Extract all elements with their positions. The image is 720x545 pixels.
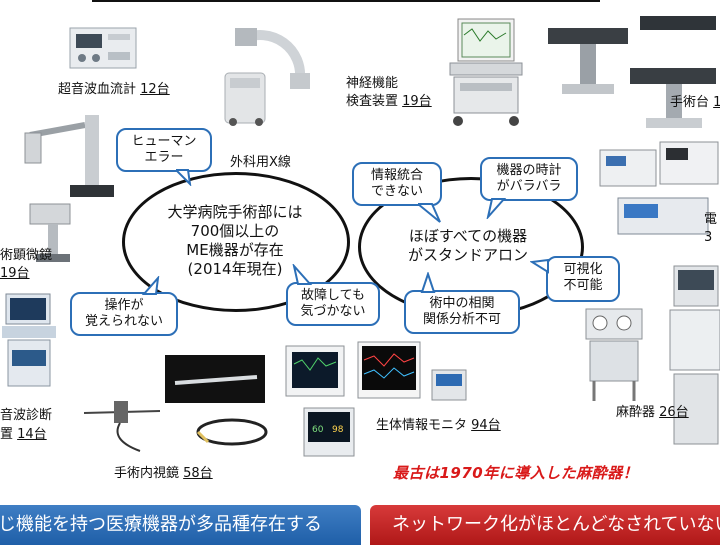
label-ultrasound-count: 14台 xyxy=(17,427,47,442)
label-ultrasound: 音波診断 置 14台 xyxy=(0,408,52,442)
bubble-cannot-learn-line-1: 操作が xyxy=(104,298,144,313)
electrosurgical-unit-image xyxy=(599,141,719,235)
patient-monitor-image: 60 98 xyxy=(285,341,467,457)
bubble-unnoticed-failure-line-2: 気づかない xyxy=(300,304,366,319)
label-monitor-count: 94台 xyxy=(471,418,501,433)
label-microscope-count: 19台 xyxy=(0,266,30,281)
label-monitor: 生体情報モニタ 94台 xyxy=(376,418,501,433)
left-ellipse-line-1: 大学病院手術部には xyxy=(167,203,303,221)
left-ellipse-line-2: 700個以上の xyxy=(190,222,280,240)
label-electro-line-2: 3 xyxy=(704,230,713,245)
bubble-clock-mismatch: 機器の時計 がバラバラ xyxy=(480,157,578,201)
right-ellipse-line-1: ほぼすべての機器 xyxy=(408,227,528,245)
anesthesia-machine-image xyxy=(585,308,643,401)
label-endoscope-count: 58台 xyxy=(183,466,213,481)
label-endoscope: 手術内視鏡 58台 xyxy=(114,466,213,481)
surgical-microscope-image xyxy=(24,115,114,197)
label-neuro: 神経機能 検査装置 19台 xyxy=(346,76,432,109)
endoscope-cable-image xyxy=(196,418,268,446)
endoscope-scope-image xyxy=(83,401,161,452)
label-ultrasound-line-2: 置 xyxy=(0,427,18,442)
doppler-flowmeter-image xyxy=(69,27,137,69)
bubble-no-integration-tail xyxy=(418,203,441,223)
bubble-no-visualization-line-1: 可視化 xyxy=(563,262,603,277)
bubble-no-integration: 情報統合 できない xyxy=(352,162,442,206)
label-neuro-line-1: 神経機能 xyxy=(346,76,399,91)
label-anesthesia-text: 麻酔器 xyxy=(616,405,660,420)
label-neuro-count: 19台 xyxy=(402,94,432,109)
label-microscope-line-1: 術顕微鏡 xyxy=(0,248,53,263)
svg-text:98: 98 xyxy=(332,425,344,435)
label-electro: 電 3 xyxy=(704,212,717,245)
label-doppler-count: 12台 xyxy=(140,82,170,97)
label-microscope: 術顕微鏡 19台 xyxy=(0,248,52,281)
anesthesia-machine-right-image xyxy=(669,265,720,445)
label-ultrasound-line-1: 音波診断 xyxy=(0,408,53,423)
label-electro-line-1: 電 xyxy=(704,212,718,227)
top-rule xyxy=(92,0,600,2)
left-ellipse-line-4: (2014年現在) xyxy=(187,260,283,278)
operating-table-image xyxy=(548,16,716,128)
banner-not-networked: ネットワーク化がほとんどなされていない xyxy=(370,505,720,545)
neuro-exam-cart-image xyxy=(449,18,523,126)
bubble-cannot-learn: 操作が 覚えられない xyxy=(70,292,178,336)
bubble-no-visualization-line-2: 不可能 xyxy=(563,278,603,293)
label-monitor-text: 生体情報モニタ xyxy=(376,418,472,433)
label-neuro-line-2: 検査装置 xyxy=(346,94,403,109)
bubble-human-error-line-1: ヒューマン xyxy=(131,134,197,149)
label-surgical-xray-text: 外科用X線 xyxy=(230,155,291,170)
label-doppler: 超音波血流計 12台 xyxy=(58,82,170,97)
label-op-table-count: 1 xyxy=(713,95,720,110)
c-arm-xray-image xyxy=(224,28,310,126)
bubble-human-error-line-2: エラー xyxy=(144,150,184,165)
bubble-cannot-learn-line-2: 覚えられない xyxy=(84,314,163,329)
bubble-no-correlation-line-2: 関係分析不可 xyxy=(422,312,501,327)
ultrasound-image xyxy=(2,293,56,387)
label-surgical-xray: 外科用X線 xyxy=(230,155,291,170)
label-anesthesia-count: 26台 xyxy=(659,405,689,420)
label-doppler-text: 超音波血流計 xyxy=(58,82,141,97)
left-ellipse-text: 大学病院手術部には 700個以上の ME機器が存在 (2014年現在) xyxy=(142,203,328,279)
bubble-cannot-learn-tail xyxy=(141,276,160,295)
bubble-human-error: ヒューマン エラー xyxy=(116,128,212,172)
bubble-no-correlation-line-1: 術中の相関 xyxy=(429,296,495,311)
svg-text:60: 60 xyxy=(312,425,324,435)
label-endoscope-text: 手術内視鏡 xyxy=(114,466,184,481)
bubble-no-integration-line-2: できない xyxy=(370,184,423,199)
bubble-no-integration-line-1: 情報統合 xyxy=(370,168,423,183)
bubble-unnoticed-failure: 故障しても 気づかない xyxy=(286,282,380,326)
bubble-no-correlation: 術中の相関 関係分析不可 xyxy=(404,290,520,334)
banner-many-device-types: じ機能を持つ医療機器が多品種存在する xyxy=(0,505,361,545)
right-ellipse-line-2: がスタンドアロン xyxy=(407,246,528,264)
label-op-table-text: 手術台 xyxy=(670,95,714,110)
bubble-human-error-tail xyxy=(176,169,192,186)
label-op-table: 手術台 1 xyxy=(670,95,720,110)
bubble-clock-mismatch-tail xyxy=(486,198,507,219)
oldest-device-note: 最古は1970年に導入した麻酔器！ xyxy=(393,464,639,482)
bubble-no-correlation-tail xyxy=(420,272,436,293)
bubble-no-visualization-tail xyxy=(530,258,549,274)
bubble-clock-mismatch-line-2: がバラバラ xyxy=(496,179,562,194)
bubble-no-visualization: 可視化 不可能 xyxy=(546,256,620,302)
bubble-unnoticed-failure-tail xyxy=(292,264,313,285)
bubble-unnoticed-failure-line-1: 故障しても xyxy=(301,288,365,303)
microscope-stand-image xyxy=(29,203,71,262)
right-ellipse-text: ほぼすべての機器 がスタンドアロン xyxy=(380,227,556,265)
endoscope-rod-image xyxy=(165,355,265,403)
label-anesthesia: 麻酔器 26台 xyxy=(616,405,689,420)
left-ellipse-line-3: ME機器が存在 xyxy=(186,241,284,259)
bubble-clock-mismatch-line-1: 機器の時計 xyxy=(496,163,562,178)
